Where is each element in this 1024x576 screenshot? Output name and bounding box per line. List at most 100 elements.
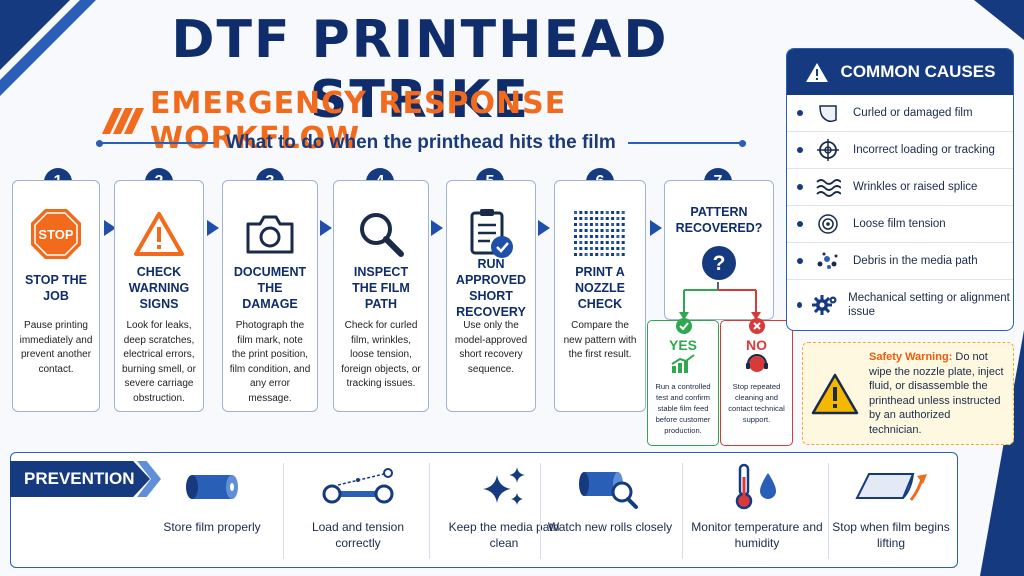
nozzle-dot [574, 235, 577, 238]
nozzle-dot [600, 247, 604, 250]
outcome-no-desc: Stop repeated cleaning and contact techn… [728, 382, 785, 424]
safety-warning-body: Do not wipe the nozzle plate, inject flu… [869, 351, 1004, 436]
nozzle-dot [589, 211, 593, 214]
cause-item: Mechanical setting or alignment issue [787, 280, 1013, 330]
nozzle-dot [616, 211, 620, 214]
nozzle-dot [579, 217, 583, 220]
divider [429, 463, 430, 559]
bullet [797, 221, 803, 227]
nozzle-dot [605, 235, 609, 238]
bullet [797, 147, 803, 153]
growth-chart-icon [648, 353, 718, 375]
common-causes-panel: COMMON CAUSES Curled or damaged film Inc… [786, 48, 1014, 331]
nozzle-dot [579, 241, 583, 244]
nozzle-dot [584, 229, 588, 232]
prevention-item: Stop when film begins lifting [823, 461, 959, 561]
support-headset-icon [721, 353, 792, 375]
prevention-label: Load and tension correctly [311, 520, 405, 550]
debris-icon [813, 248, 843, 274]
nozzle-pattern-icon [561, 205, 639, 263]
nozzle-dot [621, 229, 625, 232]
nozzle-dot [574, 229, 577, 232]
nozzle-dot [600, 223, 604, 226]
nozzle-dot [584, 217, 588, 220]
crosshair-icon [813, 137, 843, 163]
step-6-card: PRINT A NOZZLE CHECK Compare the new pat… [554, 180, 646, 412]
page-title: DTF PRINTHEAD STRIKE [171, 10, 669, 130]
nozzle-dot [589, 229, 593, 232]
corner-stripes-top-right [934, 0, 1024, 40]
nozzle-dot [595, 241, 599, 244]
nozzle-dot [579, 253, 583, 256]
bullet [797, 302, 803, 308]
step-2-card: CHECK WARNING SIGNS Look for leaks, deep… [114, 180, 204, 412]
check-circle-icon [676, 318, 692, 334]
step-5-card: RUN APPROVED SHORT RECOVERY Use only the… [446, 180, 536, 412]
nozzle-dot [605, 253, 609, 256]
nozzle-dot [595, 217, 599, 220]
prevention-panel: PREVENTION Store film properly Load and … [10, 452, 958, 568]
nozzle-dot [605, 223, 609, 226]
step-4-desc: Check for curled film, wrinkles, loose t… [341, 320, 421, 389]
corner-stripes-top-left [0, 0, 96, 96]
nozzle-dot [584, 241, 588, 244]
nozzle-dot [605, 247, 609, 250]
nozzle-dot [595, 223, 599, 226]
nozzle-dot [579, 211, 583, 214]
nozzle-dot [621, 247, 625, 250]
outcome-no-label: NO [746, 337, 767, 353]
nozzle-dot [574, 247, 577, 250]
nozzle-dot [589, 217, 593, 220]
sparkle-icon [436, 461, 572, 513]
bullet [797, 258, 803, 264]
step-1-title: STOP THE JOB [24, 273, 88, 303]
wave-icon [813, 174, 843, 200]
nozzle-dot [579, 247, 583, 250]
step-3-desc: Photograph the film mark, note the print… [229, 320, 311, 404]
nozzle-dot [621, 223, 625, 226]
step-6-desc: Compare the new pattern with the first r… [563, 320, 637, 360]
nozzle-dot [616, 223, 620, 226]
cause-label: Debris in the media path [853, 255, 978, 267]
nozzle-dot [616, 235, 620, 238]
nozzle-dot [605, 241, 609, 244]
roll-magnifier-icon [542, 461, 678, 513]
nozzle-dot [611, 253, 615, 256]
nozzle-dot [611, 241, 615, 244]
divider [828, 463, 829, 559]
nozzle-dot [589, 253, 593, 256]
step-6-title: PRINT A NOZZLE CHECK [575, 265, 625, 311]
step-5-title: RUN APPROVED SHORT RECOVERY [455, 257, 527, 319]
divider [682, 463, 683, 559]
nozzle-dot [584, 253, 588, 256]
nozzle-dot [600, 253, 604, 256]
nozzle-dot [616, 229, 620, 232]
nozzle-dot [611, 247, 615, 250]
prevention-item: Watch new rolls closely [542, 461, 678, 561]
step-3-title: DOCUMENT THE DAMAGE [233, 265, 307, 311]
step-2-title: CHECK WARNING SIGNS [128, 265, 190, 311]
tagline-rule-right [627, 139, 747, 147]
nozzle-dot [600, 241, 604, 244]
step-1-card: STOP STOP THE JOB Pause printing immedia… [12, 180, 100, 412]
nozzle-dot [621, 241, 625, 244]
outcome-yes-label: YES [668, 337, 697, 353]
flow-arrow [538, 220, 550, 236]
bullet [797, 110, 803, 116]
roll-tension-icon [813, 211, 843, 237]
nozzle-dot [584, 223, 588, 226]
cause-label: Curled or damaged film [853, 107, 973, 119]
outcome-yes-box: YES Run a controlled test and confirm st… [647, 318, 719, 446]
nozzle-dot [574, 217, 577, 220]
nozzle-dot [574, 223, 577, 226]
decision-branch-lines [679, 282, 761, 320]
nozzle-dot [605, 211, 609, 214]
nozzle-dot [611, 229, 615, 232]
warning-triangle-icon [811, 373, 859, 414]
question-icon: ? [671, 243, 767, 283]
safety-warning-box: Safety Warning: Do not wipe the nozzle p… [802, 342, 1014, 445]
flow-arrow [320, 220, 332, 236]
step-1-desc: Pause printing immediately and prevent a… [19, 320, 93, 375]
common-causes-header: COMMON CAUSES [787, 49, 1013, 95]
nozzle-dot [574, 211, 577, 214]
